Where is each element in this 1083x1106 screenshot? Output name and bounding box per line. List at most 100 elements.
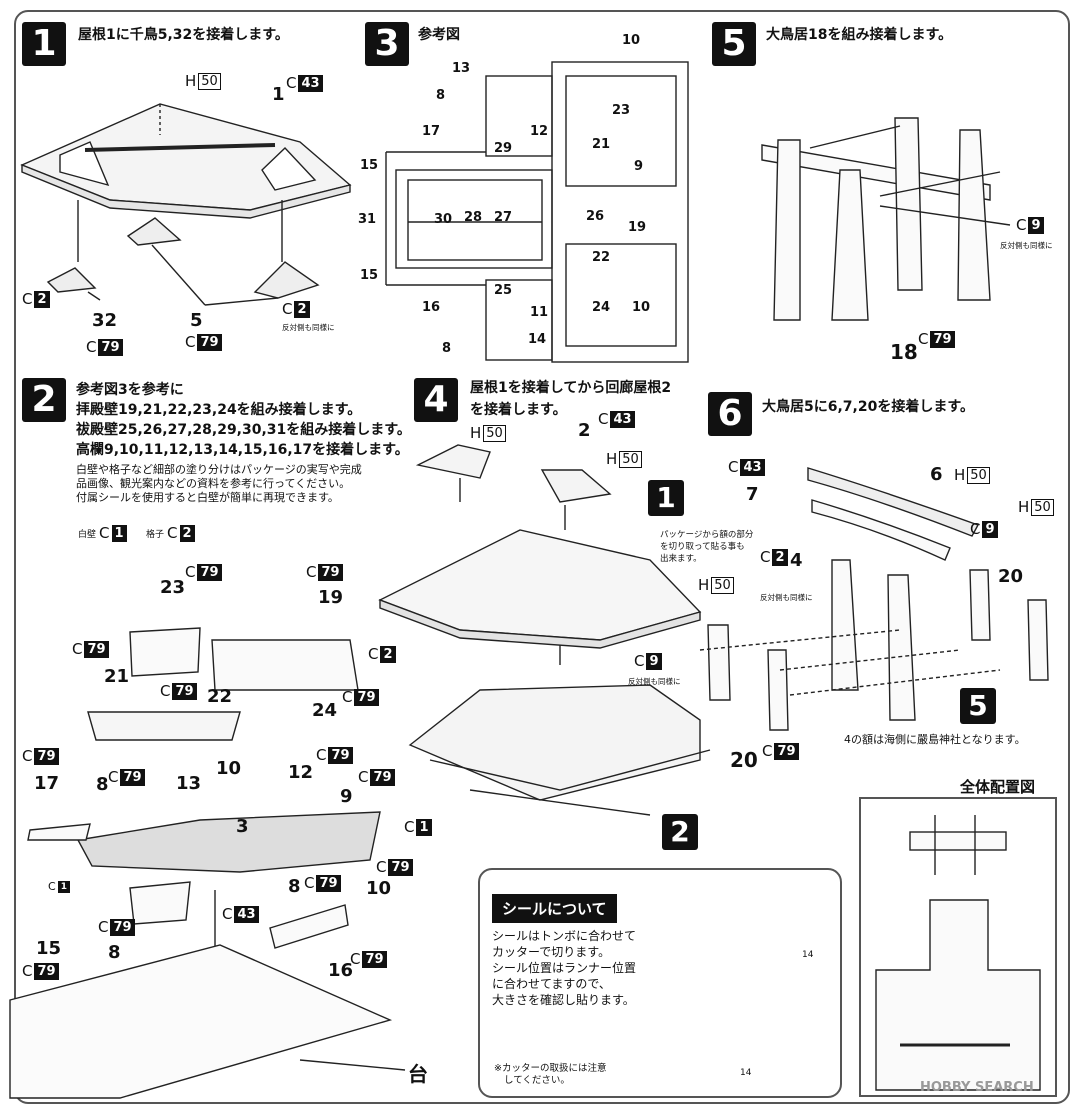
seal-line-4: に合わせてますので、	[492, 977, 611, 991]
step-2-line-3: 祓殿壁25,26,27,28,29,30,31を組み接着します。	[76, 422, 411, 438]
step-2-note-1: 白壁や格子など細部の塗り分けはパッケージの実写や完成	[76, 463, 362, 476]
plan-label-10-top: 10	[622, 33, 641, 48]
pkg-note-1: パッケージから額の部分	[660, 530, 754, 540]
sheet-number-b: 14	[740, 1068, 752, 1078]
part-10-top: 10	[216, 758, 242, 779]
plan-label-30: 30	[434, 212, 453, 227]
pkg-note-3: 出来ます。	[660, 554, 702, 564]
part-8-bottom: 8	[108, 942, 121, 963]
part-16: 16	[328, 960, 354, 981]
part-7: 7	[746, 484, 759, 505]
step-6-title: 大鳥居5に6,7,20を接着します。	[762, 399, 974, 415]
step-2-line-2: 拝殿壁19,21,22,23,24を組み接着します。	[76, 402, 362, 418]
step-4-title-2: を接着します。	[470, 402, 567, 418]
part-1-label: 1	[272, 84, 285, 105]
step-4-title-1: 屋根1を接着してから回廊屋根2	[470, 380, 672, 396]
plan-label-29: 29	[494, 141, 513, 156]
part-19: 19	[318, 587, 344, 608]
part-5-label: 5	[190, 310, 203, 331]
seal-warning: ※カッターの取扱には注意 してください。	[494, 1063, 606, 1087]
plan-label-13: 13	[452, 61, 471, 76]
plan-label-28: 28	[464, 210, 483, 225]
part-2-roof: 2	[578, 420, 591, 441]
part-20-bottom: 20	[730, 748, 758, 772]
part-15: 15	[36, 938, 62, 959]
seal-line-1: シールはトンボに合わせて	[492, 929, 637, 943]
plan-label-31: 31	[358, 212, 377, 227]
part-32-label: 32	[92, 310, 118, 331]
seal-heading: シールについて	[492, 894, 617, 923]
step-6-number: 6	[708, 392, 752, 436]
opposite-side-note-5: 反対側も同様に	[1000, 241, 1053, 250]
plan-label-24: 24	[592, 300, 611, 315]
seal-warn-2: してください。	[504, 1075, 570, 1086]
plan-label-8-top: 8	[436, 88, 446, 103]
layout-diagram	[859, 797, 1057, 1097]
plan-label-14: 14	[528, 332, 547, 347]
plan-label-12: 12	[530, 124, 549, 139]
opposite-note-6a: 反対側も同様に	[760, 593, 813, 602]
part-4-plaque: 4	[790, 550, 803, 571]
plan-label-25: 25	[494, 283, 513, 298]
seal-line-5: 大きさを確認し貼ります。	[492, 993, 635, 1007]
page-frame	[14, 10, 1070, 1104]
step-1-title: 屋根1に千鳥5,32を接着します。	[78, 27, 289, 43]
opposite-side-note-1: 反対側も同様に	[282, 323, 335, 332]
part-12: 12	[288, 762, 314, 783]
plan-label-11: 11	[530, 305, 549, 320]
plaque-caption: 4の額は海側に嚴島神社となります。	[844, 733, 1026, 746]
plan-label-16: 16	[422, 300, 441, 315]
seal-line-3: シール位置はランナー位置	[492, 961, 637, 975]
step-2-line-1: 参考図3を参考に	[76, 382, 184, 398]
plan-label-21: 21	[592, 137, 611, 152]
sheet-number-a: 14	[802, 950, 814, 960]
plan-label-15-top: 15	[360, 158, 379, 173]
part-22: 22	[207, 686, 233, 707]
opposite-note-6b: 反対側も同様に	[628, 677, 681, 686]
part-10-bottom: 10	[366, 878, 392, 899]
watermark: HOBBY SEARCH	[920, 1080, 1034, 1095]
plan-label-19: 19	[628, 220, 647, 235]
step-2-note-3: 付属シールを使用すると白壁が簡単に再現できます。	[76, 491, 339, 504]
seal-warn-1: ※カッターの取扱には注意	[494, 1063, 607, 1074]
part-3: 3	[236, 816, 249, 837]
part-17: 17	[34, 773, 60, 794]
part-8-right: 8	[288, 876, 301, 897]
plan-diagram	[385, 61, 689, 363]
plan-label-8-bottom: 8	[442, 341, 452, 356]
pkg-note-2: を切り取って貼る事も	[660, 542, 745, 552]
step-2-line-4: 高欄9,10,11,12,13,14,15,16,17を接着します。	[76, 442, 409, 458]
plan-label-23: 23	[612, 103, 631, 118]
overall-layout-title: 全体配置図	[960, 778, 1036, 796]
step4-drawing	[378, 444, 711, 816]
step6-drawing	[699, 467, 1049, 731]
plan-label-10-bottom: 10	[632, 300, 651, 315]
